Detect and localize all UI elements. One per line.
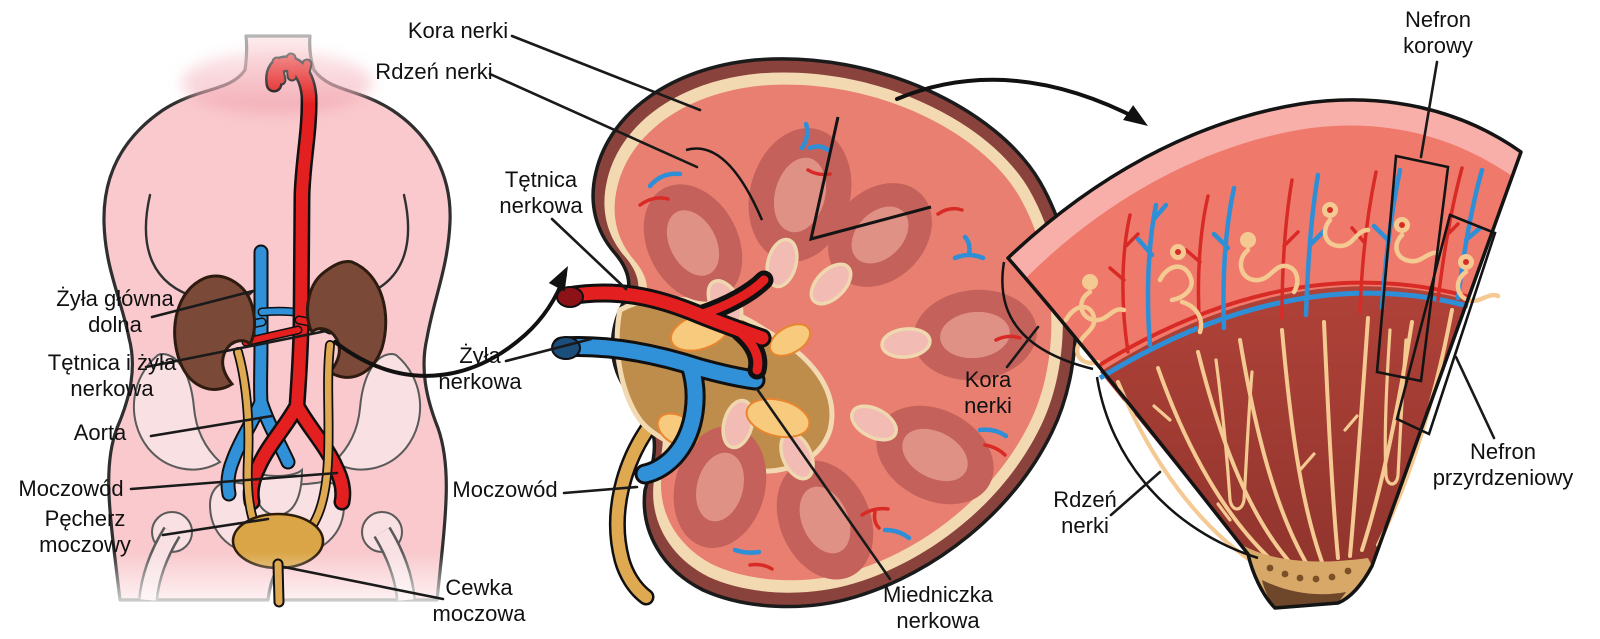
renal-pyramids (643, 128, 1037, 580)
pointer-lines (129, 34, 1496, 601)
cortical-nephron-box (1375, 154, 1450, 383)
label-renal-cortex: Kora nerki (407, 18, 509, 43)
label-ureter-torso: Moczowód (18, 476, 124, 501)
kidney-ureter (608, 411, 663, 606)
pointer-renal-artery (550, 217, 628, 291)
interlobular-veins (1135, 167, 1485, 348)
pointer-bladder (161, 517, 270, 537)
pointer-urethra (282, 565, 445, 601)
label-cortex-wedge: Kora nerki (964, 367, 1012, 419)
interlobular-arteries (1108, 166, 1464, 354)
wedge-outline (1006, 98, 1523, 610)
label-renal-medulla: Rdzeń nerki (375, 59, 493, 84)
torso-top-fade (88, 0, 468, 104)
calyces (706, 237, 932, 481)
arcuate-vein (1098, 290, 1469, 381)
pointer-juxta-nephron (1454, 355, 1496, 440)
glomeruli (1082, 202, 1474, 290)
wedge-outer-band (1008, 99, 1521, 278)
label-inferior-vena-cava: Żyła główna dolna (56, 286, 174, 338)
pointer-medulla-mid (488, 72, 699, 169)
kidneys (173, 260, 388, 391)
renal-artery-tube (556, 270, 774, 380)
arrow-torso-to-kidney (333, 266, 568, 378)
pointer-medulla-right (1109, 470, 1162, 517)
arrow-kidney-to-wedge (895, 77, 1148, 126)
label-renal-pelvis: Miedniczka nerkowa (882, 582, 994, 634)
juxtamedullary-nephron-box (1395, 213, 1497, 436)
wedge-medulla (1100, 286, 1468, 608)
label-cortical-nephron: Nefron korowy (1403, 7, 1473, 59)
pointer-cortex-right (1005, 325, 1040, 369)
papilla-dark (1262, 580, 1346, 608)
torso-illustration (88, 0, 468, 639)
pointer-renal-vein (504, 337, 593, 363)
renal-vein-tube (551, 336, 766, 485)
urethra-tube (272, 558, 285, 608)
pointer-vena-cava (150, 289, 255, 319)
medulla-pointer-arc (685, 147, 764, 221)
label-urethra: Cewka moczowa (432, 575, 526, 627)
pointer-renal-pelvis (755, 387, 892, 581)
papilla-pores (1266, 564, 1352, 583)
pointer-cortex-mid (510, 34, 702, 112)
cortical-nephron-tubules (1063, 217, 1501, 366)
kidney-cross-section-illustration (551, 57, 1078, 609)
label-renal-artery: Tętnica nerkowa (499, 167, 583, 219)
pointer-ureter-torso (129, 471, 339, 491)
pointer-renal-vessels (144, 329, 328, 369)
medulla-bracket (1095, 376, 1259, 560)
arrowhead-icon (548, 266, 568, 292)
label-bladder: Pęcherz moczowy (39, 506, 131, 558)
label-juxtamedullary-nephron: Nefron przyrdzeniowy (1432, 439, 1574, 491)
pointer-cortical-nephron (1419, 60, 1439, 159)
cortex-bracket (1001, 261, 1094, 371)
arrow-curve (333, 273, 567, 378)
arrow-curve (895, 77, 1142, 122)
label-medulla-wedge: Rdzeń nerki (1053, 487, 1117, 539)
wedge-cut-lines (809, 116, 932, 242)
label-renal-vein: Żyła nerkowa (438, 343, 522, 395)
arrowhead-icon (1123, 105, 1148, 126)
right-kidney (305, 260, 388, 379)
pointer-ureter-mid (562, 485, 639, 495)
label-aorta: Aorta (73, 420, 127, 445)
label-renal-artery-and-vein: Tętnica i żyła nerkowa (47, 350, 177, 402)
cortical-vessels (638, 121, 1022, 571)
label-ureter-kidney: Moczowód (452, 477, 558, 502)
kidney-wedge-illustration (1001, 98, 1523, 610)
pointer-aorta (149, 414, 274, 438)
